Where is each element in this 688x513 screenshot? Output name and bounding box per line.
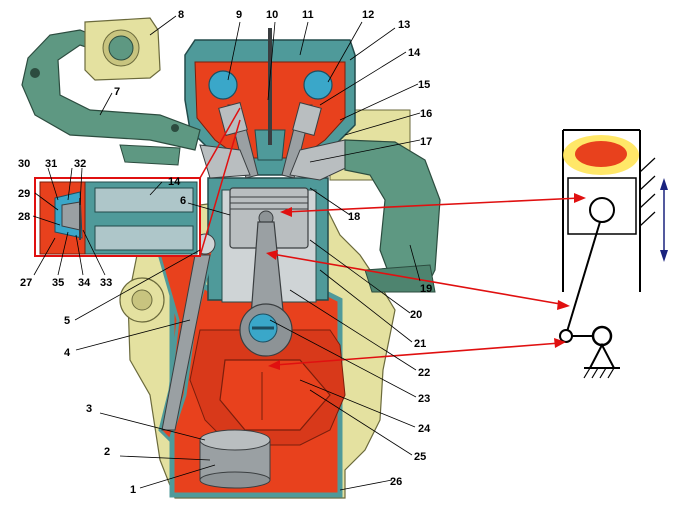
label-32: 32	[74, 158, 86, 170]
label-28: 28	[18, 211, 30, 223]
throttle-body-flange	[84, 17, 161, 81]
inset-pointer-line-bottom	[199, 119, 241, 257]
combustion-flame-icon	[563, 135, 639, 175]
label-31: 31	[45, 158, 57, 170]
label-7: 7	[114, 86, 120, 98]
ground-hatch-icon	[583, 325, 620, 379]
valve-detail-inset	[34, 177, 201, 257]
oil-pump	[199, 429, 271, 489]
leader-lines	[32, 15, 421, 491]
label-14b: 14	[168, 176, 181, 188]
red-arrows	[266, 193, 586, 370]
label-26: 26	[390, 476, 402, 488]
label-20: 20	[410, 309, 422, 321]
label-21: 21	[414, 338, 426, 350]
piston	[229, 187, 309, 249]
inset-pointer-line-top	[199, 107, 241, 179]
auxiliary-shaft	[153, 233, 217, 443]
label-11: 11	[302, 9, 314, 21]
label-19: 19	[420, 283, 432, 295]
label-30: 30	[18, 158, 30, 170]
label-33: 33	[100, 277, 112, 289]
cylinder-head	[184, 28, 356, 181]
label-27: 27	[20, 277, 32, 289]
label-22: 22	[418, 367, 430, 379]
label-4: 4	[64, 347, 71, 359]
label-9: 9	[236, 9, 242, 21]
stroke-direction-arrow	[660, 178, 668, 262]
crank-pivot-icon	[559, 329, 573, 343]
label-24: 24	[418, 423, 431, 435]
connecting-rod	[239, 221, 293, 357]
label-18: 18	[348, 211, 360, 223]
label-5: 5	[64, 315, 70, 327]
label-35: 35	[52, 277, 64, 289]
crankshaft	[219, 359, 331, 431]
label-17: 17	[420, 136, 432, 148]
label-34: 34	[78, 277, 91, 289]
label-8: 8	[178, 9, 184, 21]
label-2: 2	[104, 446, 110, 458]
label-12: 12	[362, 9, 374, 21]
label-13: 13	[398, 19, 410, 31]
label-29: 29	[18, 188, 30, 200]
piston-ring-icon	[567, 177, 637, 235]
exhaust-manifold	[344, 139, 441, 293]
label-6: 6	[180, 195, 186, 207]
label-14: 14	[408, 47, 421, 59]
label-16: 16	[420, 108, 432, 120]
label-10: 10	[266, 9, 278, 21]
cylinder-diagram	[562, 129, 656, 292]
schematic-rod	[565, 221, 601, 336]
label-25: 25	[414, 451, 426, 463]
part-number-labels: 1 2 3 4 5 6 7 8 9 10 11 12 13 14 15 16 1…	[18, 9, 432, 496]
label-3: 3	[86, 403, 92, 415]
label-1: 1	[130, 484, 136, 496]
label-23: 23	[418, 393, 430, 405]
label-15: 15	[418, 79, 430, 91]
